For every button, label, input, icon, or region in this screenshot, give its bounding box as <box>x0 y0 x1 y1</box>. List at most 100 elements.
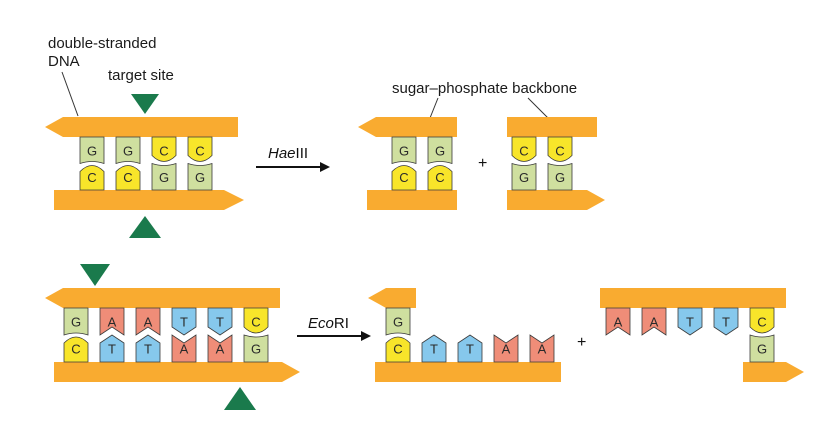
top-strand-backbone <box>600 288 786 308</box>
base-letter: C <box>519 143 528 158</box>
base-letter: T <box>108 342 116 357</box>
guanine-base <box>547 162 573 191</box>
base-pairs: GC T T A A <box>385 307 555 363</box>
thymine-base <box>171 307 197 336</box>
cytosine-base <box>427 165 453 191</box>
adenine-base <box>493 334 519 363</box>
base-letter: A <box>180 342 189 357</box>
cytosine-base <box>547 136 573 162</box>
base-letter: T <box>466 342 474 357</box>
base-letter: G <box>195 170 205 185</box>
top-strand-backbone <box>358 117 457 137</box>
adenine-base <box>605 307 631 336</box>
base-letter: G <box>555 170 565 185</box>
base-letter: A <box>650 315 659 330</box>
target-site-label: target site <box>108 67 174 84</box>
dna-leader-line <box>61 71 79 117</box>
target-site-marker-bottom <box>129 216 161 238</box>
cytosine-base <box>749 307 775 334</box>
bottom-strand-backbone <box>375 362 561 382</box>
base-letter: G <box>123 143 133 158</box>
thymine-base <box>457 334 483 363</box>
base-letter: G <box>393 315 403 330</box>
cytosine-base <box>243 307 269 334</box>
backbone-label: sugar–phosphate backbone <box>392 80 577 97</box>
cytosine-base <box>151 136 177 162</box>
base-letter: C <box>71 342 80 357</box>
guanine-base <box>243 334 269 363</box>
thymine-base <box>421 334 447 363</box>
backbone-leader-right <box>527 97 549 119</box>
ecori-left-fragment: GC T T A A <box>368 288 561 382</box>
target-site-marker-top <box>131 94 159 114</box>
base-letter: T <box>216 315 224 330</box>
top-strand-backbone <box>45 117 238 137</box>
base-letter: C <box>757 315 766 330</box>
bottom-strand-backbone <box>54 362 300 382</box>
ecori-arrow: EcoRI <box>297 315 371 341</box>
base-letter: G <box>519 170 529 185</box>
top-strand-backbone <box>368 288 416 308</box>
base-letter: A <box>614 315 623 330</box>
guanine-base <box>63 307 89 336</box>
cytosine-base <box>187 136 213 162</box>
base-letter: G <box>435 143 445 158</box>
base-letter: C <box>159 143 168 158</box>
thymine-base <box>207 307 233 336</box>
cytosine-base <box>115 165 141 191</box>
base-letter: T <box>722 315 730 330</box>
base-letter: A <box>502 342 511 357</box>
guanine-base <box>749 334 775 363</box>
base-letter: C <box>195 143 204 158</box>
target-site-marker-top <box>80 264 110 286</box>
base-letter: A <box>108 315 117 330</box>
base-letter: T <box>180 315 188 330</box>
guanine-base <box>115 136 141 165</box>
plus-sign-2: + <box>577 334 586 351</box>
adenine-base <box>207 334 233 363</box>
base-letter: A <box>538 342 547 357</box>
plus-sign-1: + <box>478 155 487 172</box>
cytosine-base <box>391 165 417 191</box>
adenine-base <box>171 334 197 363</box>
base-letter: C <box>251 315 260 330</box>
cytosine-base <box>385 336 411 363</box>
guanine-base <box>511 162 537 191</box>
dna-label-line1: double-stranded <box>48 35 156 52</box>
base-letter: C <box>123 170 132 185</box>
arrow-head <box>320 162 330 172</box>
guanine-base <box>187 162 213 191</box>
base-letter: G <box>251 342 261 357</box>
base-letter: T <box>430 342 438 357</box>
bottom-strand-backbone <box>367 190 457 210</box>
base-letter: C <box>435 170 444 185</box>
adenine-base <box>135 307 161 336</box>
adenine-base <box>641 307 667 336</box>
top-strand-backbone <box>45 288 280 308</box>
base-letter: G <box>757 342 767 357</box>
guanine-base <box>385 307 411 336</box>
thymine-base <box>135 334 161 363</box>
dna-label-line2: DNA <box>48 53 80 70</box>
ecori-enzyme-label: EcoRI <box>308 315 349 332</box>
top-strand-backbone <box>507 117 597 137</box>
haeiii-enzyme-label: HaeIII <box>268 145 308 162</box>
base-letter: C <box>393 342 402 357</box>
cytosine-base <box>63 336 89 363</box>
thymine-base <box>99 334 125 363</box>
base-letter: G <box>87 143 97 158</box>
bottom-strand-backbone <box>54 190 244 210</box>
base-letter: G <box>159 170 169 185</box>
adenine-base <box>529 334 555 363</box>
cytosine-base <box>79 165 105 191</box>
base-letter: G <box>71 315 81 330</box>
